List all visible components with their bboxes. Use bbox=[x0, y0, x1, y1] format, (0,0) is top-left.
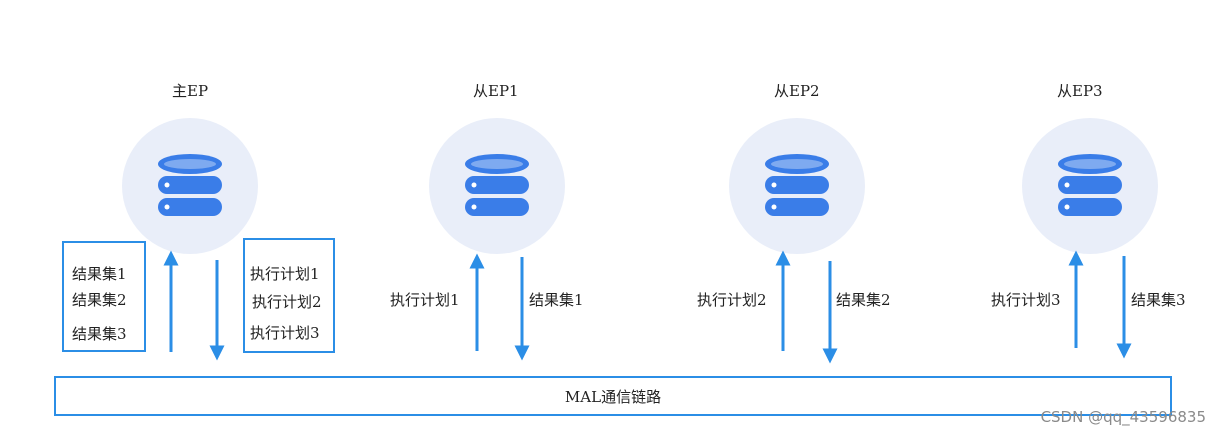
main-plan-3: 执行计划3 bbox=[250, 324, 320, 342]
node-main bbox=[122, 118, 258, 254]
database-icon bbox=[1058, 154, 1122, 216]
database-icon bbox=[158, 154, 222, 216]
slave-3-result-label: 结果集3 bbox=[1131, 291, 1186, 309]
main-plan-2: 执行计划2 bbox=[252, 293, 322, 311]
mal-communication-link: MAL通信链路 bbox=[54, 376, 1172, 416]
node-slave-1 bbox=[429, 118, 565, 254]
main-results-box: 结果集1 结果集2 结果集3 bbox=[62, 241, 146, 352]
slave-2-result-label: 结果集2 bbox=[836, 291, 891, 309]
node-title-slave-2: 从EP2 bbox=[774, 82, 820, 100]
slave-2-plan-label: 执行计划2 bbox=[697, 291, 767, 309]
main-plans-box: 执行计划1 执行计划2 执行计划3 bbox=[243, 238, 335, 353]
node-slave-2 bbox=[729, 118, 865, 254]
node-title-slave-3: 从EP3 bbox=[1057, 82, 1103, 100]
node-slave-3 bbox=[1022, 118, 1158, 254]
database-icon bbox=[765, 154, 829, 216]
slave-1-result-label: 结果集1 bbox=[529, 291, 584, 309]
slave-1-plan-label: 执行计划1 bbox=[390, 291, 460, 309]
slave-3-plan-label: 执行计划3 bbox=[991, 291, 1061, 309]
database-icon bbox=[465, 154, 529, 216]
node-title-slave-1: 从EP1 bbox=[473, 82, 519, 100]
watermark: CSDN @qq_43596835 bbox=[1040, 408, 1206, 426]
main-plan-1: 执行计划1 bbox=[250, 265, 320, 283]
main-result-2: 结果集2 bbox=[72, 291, 127, 309]
main-result-3: 结果集3 bbox=[72, 325, 127, 343]
main-result-1: 结果集1 bbox=[72, 265, 127, 283]
node-title-main: 主EP bbox=[172, 82, 209, 100]
bus-label: MAL通信链路 bbox=[564, 387, 662, 406]
